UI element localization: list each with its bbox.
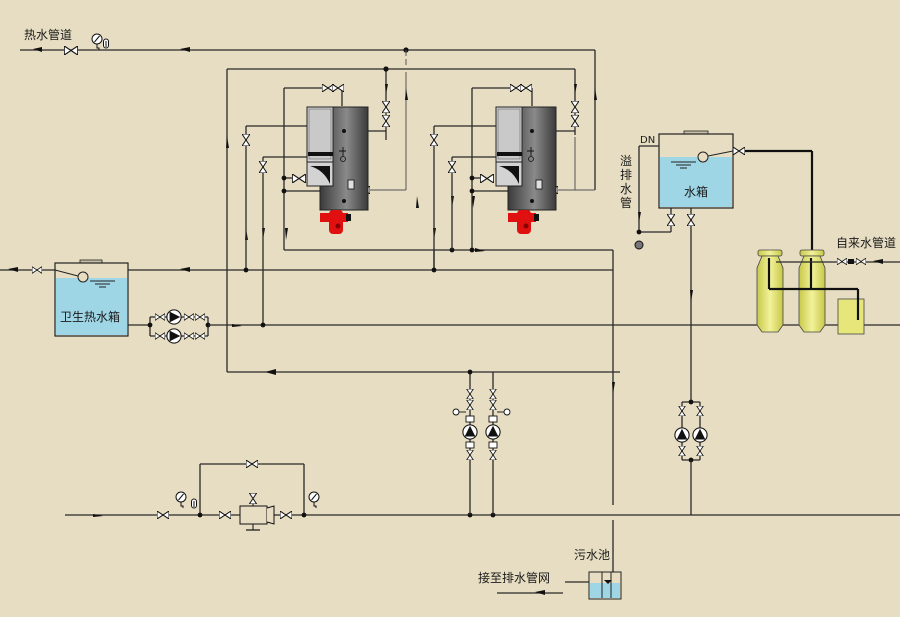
valve-icon[interactable]: [249, 493, 257, 504]
pressure-reducing-valve[interactable]: [239, 493, 275, 531]
check-valve-icon[interactable]: [184, 313, 194, 321]
hot-water-main-pipe: [20, 47, 596, 190]
drain-network-label: 接至排水管网: [478, 570, 550, 585]
valve-icon[interactable]: [520, 84, 532, 92]
pump-icon[interactable]: [166, 309, 182, 325]
valve-icon[interactable]: [155, 313, 165, 321]
softener-piping: [767, 258, 900, 320]
valve-icon[interactable]: [332, 84, 344, 92]
pump-icon[interactable]: [674, 427, 690, 443]
valve-icon[interactable]: [466, 389, 474, 399]
valve-icon[interactable]: [157, 511, 169, 519]
valve-icon[interactable]: [195, 313, 205, 321]
overflow-pipe-label: 溢 排 水 管: [620, 154, 632, 210]
svg-text:水: 水: [620, 182, 632, 196]
pressure-gauge-icon: [91, 33, 103, 50]
check-valve-icon[interactable]: [466, 400, 474, 410]
sewage-pool-label: 污水池: [574, 548, 610, 562]
valve-icon[interactable]: [430, 134, 438, 146]
valve-icon[interactable]: [195, 332, 205, 340]
sanitary-hot-water-tank[interactable]: [54, 259, 129, 337]
bypass-valve-icon[interactable]: [246, 460, 258, 468]
softener-2[interactable]: [798, 249, 826, 333]
thermometer-icon: [191, 498, 197, 509]
boiler-1[interactable]: [306, 106, 369, 234]
pressure-gauge-icon: [452, 408, 460, 416]
circulation-pump-group[interactable]: [128, 316, 900, 337]
gate-valve-icon[interactable]: [64, 46, 78, 55]
valve-icon[interactable]: [571, 101, 579, 113]
boiler-supply-loop: [226, 50, 620, 375]
make-up-pump-group[interactable]: [681, 399, 701, 515]
valve-icon[interactable]: [32, 266, 42, 274]
tap-water-pipe-label: 自来水管道: [836, 235, 896, 250]
flow-arrow-icon: [33, 47, 42, 52]
valve-icon[interactable]: [696, 446, 704, 456]
svg-text:排: 排: [620, 168, 632, 182]
valve-icon[interactable]: [219, 511, 231, 519]
valve-icon[interactable]: [155, 332, 165, 340]
valve-icon[interactable]: [837, 258, 847, 265]
sanitary-tank-label: 卫生热水箱: [60, 309, 120, 324]
pressure-gauge-icon: [308, 491, 320, 508]
flow-arrow-icon: [180, 267, 190, 272]
valve-icon[interactable]: [448, 161, 456, 173]
boiler-2-branches: [433, 87, 575, 270]
pump-icon[interactable]: [462, 424, 478, 440]
pump-icon[interactable]: [692, 427, 708, 443]
valve-icon[interactable]: [242, 134, 250, 146]
check-valve-icon[interactable]: [184, 332, 194, 340]
pump-icon[interactable]: [166, 328, 182, 344]
valve-icon[interactable]: [667, 214, 675, 226]
boiler-2[interactable]: [495, 106, 557, 234]
water-tank-label: 水箱: [684, 184, 708, 199]
valve-icon[interactable]: [480, 174, 494, 183]
valve-icon[interactable]: [292, 174, 306, 183]
valve-icon[interactable]: [571, 115, 579, 127]
burner-icon: [508, 210, 539, 234]
drain-icon: [634, 240, 644, 250]
svg-text:溢: 溢: [620, 154, 632, 168]
softener-1[interactable]: [756, 249, 784, 333]
svg-text:管: 管: [620, 195, 632, 210]
float-valve-icon[interactable]: [733, 147, 745, 155]
valve-icon[interactable]: [280, 511, 292, 519]
brine-tank[interactable]: [837, 298, 865, 335]
valve-icon[interactable]: [678, 446, 686, 456]
hot-water-pipe-label: 热水管道: [24, 27, 72, 42]
valve-icon[interactable]: [687, 214, 695, 226]
pressure-gauge-icon: [503, 408, 511, 416]
valve-icon[interactable]: [259, 161, 267, 173]
boiler-1-branches: [245, 87, 615, 505]
dn-label: DN: [640, 135, 655, 146]
sewage-pool[interactable]: [588, 571, 622, 600]
flow-arrow-icon: [180, 47, 190, 52]
valve-icon[interactable]: [856, 258, 866, 265]
bottom-main-pipe: [65, 463, 900, 518]
valve-icon[interactable]: [489, 450, 497, 460]
valve-icon[interactable]: [382, 115, 390, 127]
thermometer-icon: [103, 38, 109, 49]
flow-arrow-icon: [535, 590, 545, 595]
flow-arrow-icon: [8, 267, 18, 272]
pump-icon[interactable]: [485, 424, 501, 440]
burner-icon: [320, 210, 351, 234]
valve-icon[interactable]: [696, 406, 704, 416]
valve-icon[interactable]: [466, 450, 474, 460]
filter-icon: [848, 259, 854, 264]
valve-icon[interactable]: [678, 406, 686, 416]
valve-icon[interactable]: [382, 101, 390, 113]
check-valve-icon[interactable]: [489, 400, 497, 410]
valve-icon[interactable]: [489, 389, 497, 399]
water-tank[interactable]: [658, 130, 734, 209]
pressure-gauge-icon: [175, 491, 187, 508]
